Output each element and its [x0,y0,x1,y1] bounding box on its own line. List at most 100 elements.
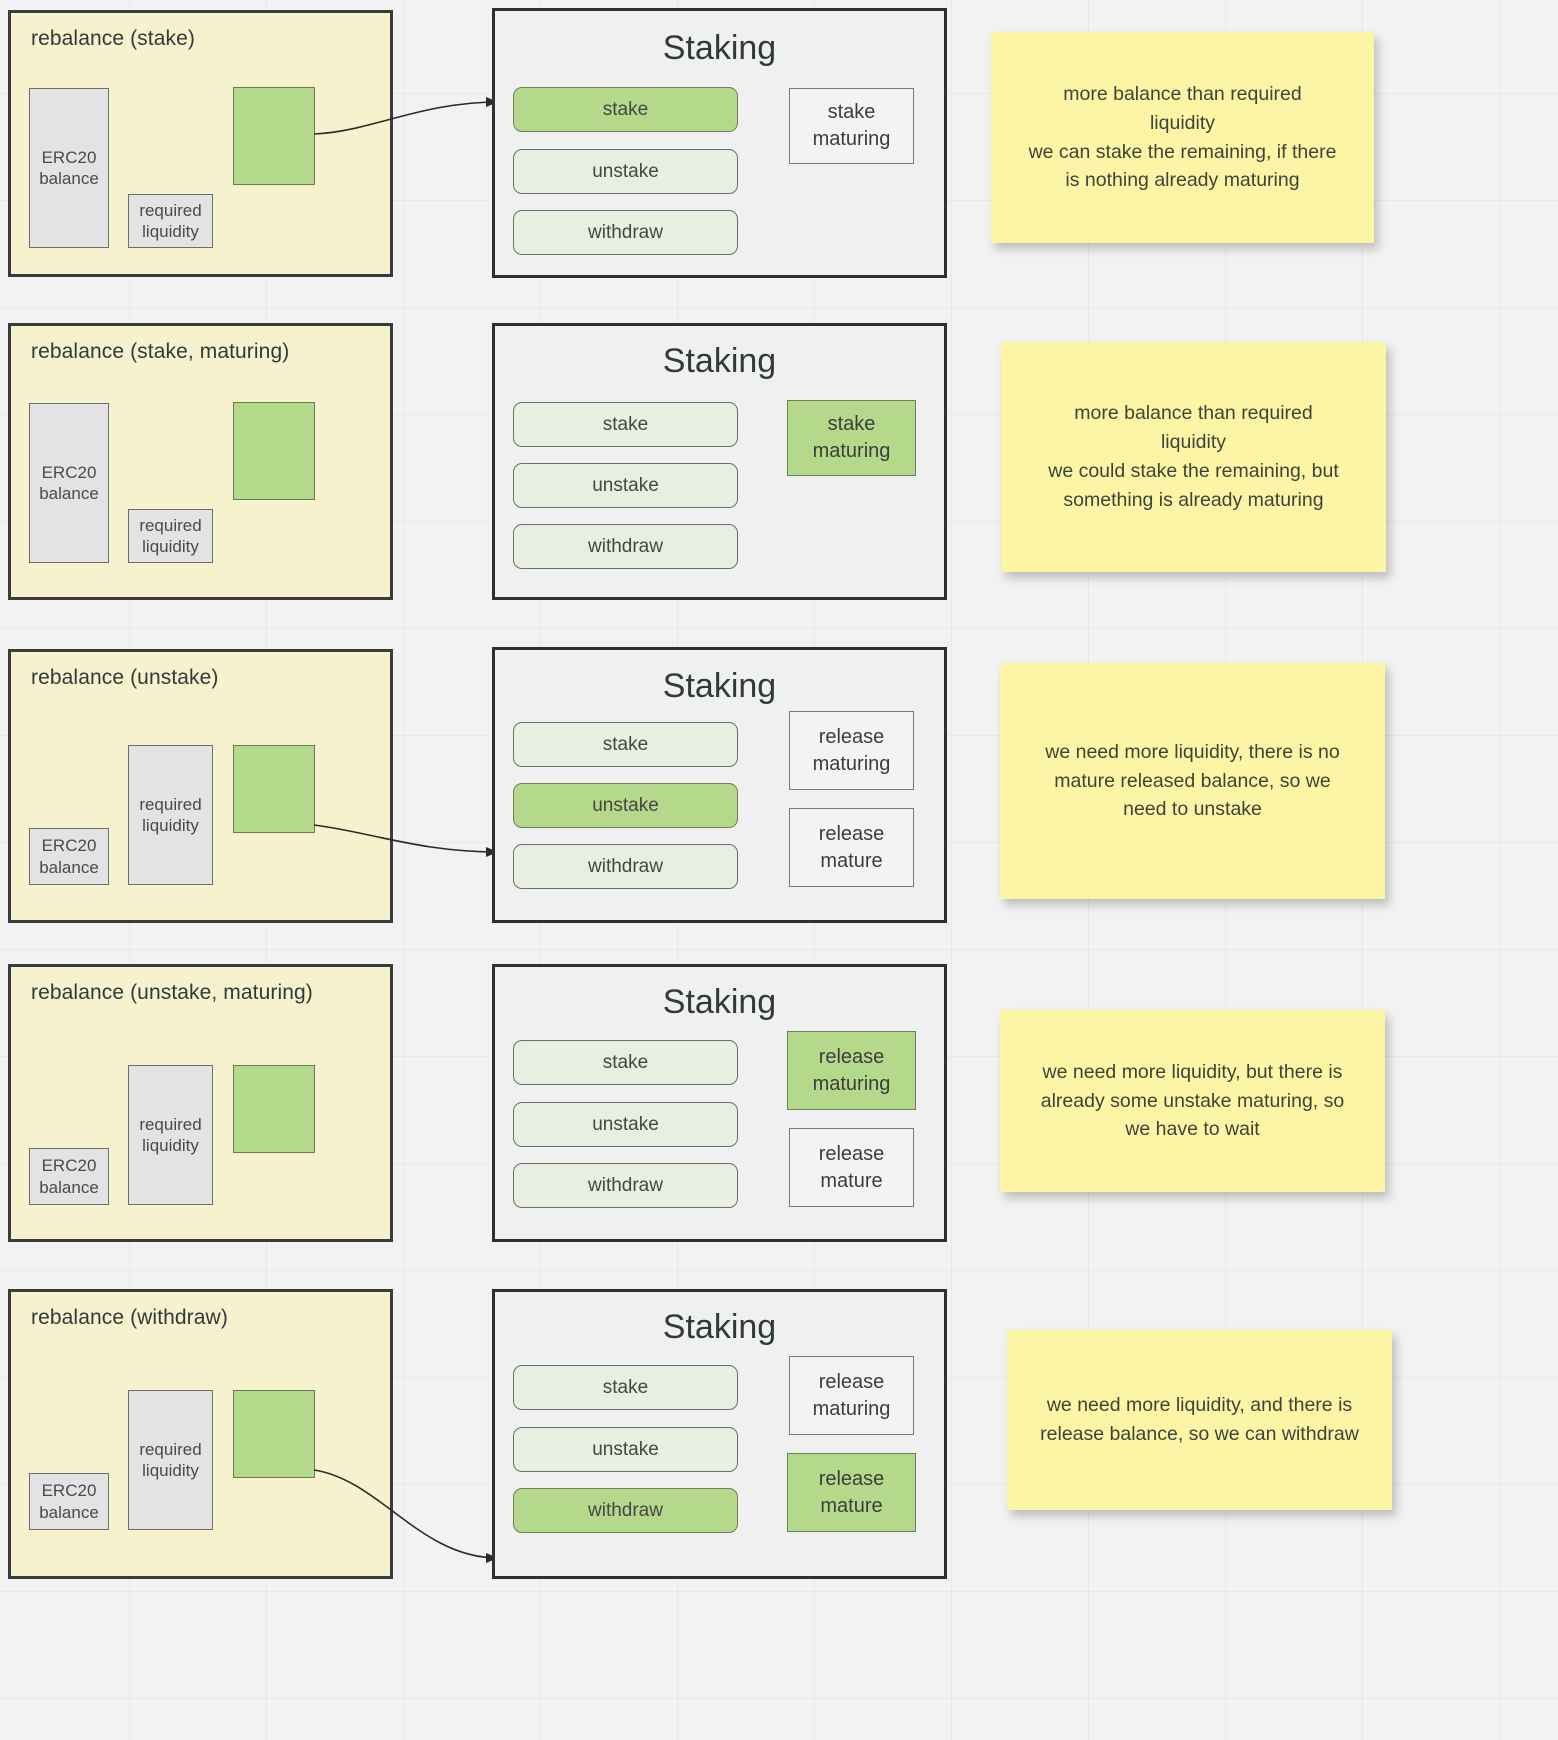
stake-button[interactable]: stake [513,1040,738,1085]
stake-button[interactable]: stake [513,1365,738,1410]
release-maturing-label-line2: maturing [812,752,891,775]
erc20-balance-label-line2: balance [39,857,99,877]
withdraw-label: withdraw [588,1499,663,1521]
withdraw-label: withdraw [588,535,663,557]
unstake-label: unstake [592,1438,659,1460]
required-liquidity-bar: required liquidity [128,1390,213,1530]
note-line: liquidity [1149,111,1216,134]
surplus-green-bar [233,402,315,500]
surplus-green-bar [233,87,315,185]
note-line: we have to wait [1125,1118,1260,1141]
erc20-balance-label-line2: balance [39,1177,99,1197]
erc20-balance-label-line2: balance [39,169,99,188]
required-liquidity-bar: required liquidity [128,1065,213,1205]
withdraw-button[interactable]: withdraw [513,1488,738,1533]
annotation-note: more balance than required liquidity we … [1001,342,1386,572]
withdraw-button[interactable]: withdraw [513,524,738,569]
withdraw-label: withdraw [588,221,663,243]
required-liquidity-label-line2: liquidity [142,537,199,556]
stake-button[interactable]: stake [513,722,738,767]
staking-panel-title: Staking [662,667,777,705]
release-mature-label-line2: mature [820,1169,883,1192]
required-liquidity-label-line2: liquidity [142,1136,199,1155]
unstake-button[interactable]: unstake [513,463,738,508]
release-maturing-box: release maturing [789,1356,914,1435]
withdraw-button[interactable]: withdraw [513,1163,738,1208]
stake-label: stake [602,413,649,435]
release-mature-box: release mature [789,808,914,887]
withdraw-button[interactable]: withdraw [513,210,738,255]
staking-panel-title: Staking [662,1308,777,1346]
release-mature-label-line2: mature [820,849,883,872]
deficit-green-bar [233,1390,315,1478]
erc20-balance-bar: ERC20 balance [29,1148,109,1205]
stake-label: stake [602,98,649,120]
row-rebalance-stake: rebalance (stake) ERC20 balance required… [0,0,1558,300]
note-line: more balance than required [1074,402,1313,425]
stake-label: stake [602,733,649,755]
withdraw-label: withdraw [588,1174,663,1196]
release-mature-label-line1: release [818,822,885,845]
erc20-balance-bar: ERC20 balance [29,828,109,885]
release-mature-label-line1: release [818,1142,885,1165]
erc20-balance-label-line1: ERC20 [41,1481,97,1501]
erc20-balance-label-line1: ERC20 [41,1156,97,1176]
erc20-balance-bar: ERC20 balance [29,88,109,248]
note-line: mature released balance, so we [1054,769,1331,792]
release-maturing-label-line1: release [818,1370,885,1393]
stake-maturing-label-line2: maturing [812,128,891,150]
required-liquidity-label-line2: liquidity [142,816,199,835]
release-maturing-box: release maturing [787,1031,916,1110]
unstake-button[interactable]: unstake [513,149,738,194]
note-line: liquidity [1160,431,1227,454]
unstake-button[interactable]: unstake [513,783,738,828]
release-mature-box: release mature [787,1453,916,1532]
annotation-note: more balance than required liquidity we … [991,32,1374,243]
row-rebalance-stake-maturing: rebalance (stake, maturing) ERC20 balanc… [0,320,1558,600]
staking-panel-title: Staking [662,983,777,1021]
erc20-balance-label-line1: ERC20 [41,836,97,856]
required-liquidity-label-line1: required [139,515,202,535]
deficit-green-bar [233,745,315,833]
note-line: we need more liquidity, there is no [1045,740,1340,763]
note-line: we could stake the remaining, but [1048,460,1339,482]
frame-title: rebalance (withdraw) [31,1306,228,1329]
deficit-green-bar [233,1065,315,1153]
withdraw-button[interactable]: withdraw [513,844,738,889]
frame-title: rebalance (unstake, maturing) [31,981,313,1004]
required-liquidity-bar: required liquidity [128,194,213,248]
erc20-balance-bar: ERC20 balance [29,403,109,563]
stake-maturing-label-line1: stake [827,101,876,123]
row-rebalance-unstake: rebalance (unstake) ERC20 balance requir… [0,640,1558,930]
required-liquidity-label-line2: liquidity [142,222,199,241]
release-mature-label-line2: mature [820,1494,883,1517]
staking-panel-title: Staking [662,342,777,380]
annotation-note: we need more liquidity, and there is rel… [1007,1330,1392,1510]
note-line: release balance, so we can withdraw [1040,1423,1359,1445]
note-line: something is already maturing [1063,488,1324,511]
unstake-label: unstake [592,160,659,182]
release-mature-label-line1: release [818,1467,885,1490]
frame-title: rebalance (unstake) [31,666,219,689]
frame-title: rebalance (stake) [31,27,195,50]
stake-label: stake [602,1051,649,1073]
unstake-button[interactable]: unstake [513,1427,738,1472]
release-maturing-label-line1: release [818,725,885,748]
stake-button[interactable]: stake [513,402,738,447]
note-line: need to unstake [1123,798,1262,821]
stake-maturing-label-line2: maturing [812,440,891,462]
required-liquidity-label-line1: required [139,1439,202,1459]
annotation-note: we need more liquidity, but there is alr… [1000,1010,1385,1192]
withdraw-label: withdraw [588,855,663,877]
erc20-balance-label-line1: ERC20 [41,147,97,167]
release-maturing-label-line1: release [818,1045,885,1068]
required-liquidity-label-line1: required [139,200,202,220]
erc20-balance-bar: ERC20 balance [29,1473,109,1530]
frame-title: rebalance (stake, maturing) [31,340,290,363]
release-maturing-box: release maturing [789,711,914,790]
note-line: we need more liquidity, but there is [1042,1060,1343,1083]
release-maturing-label-line2: maturing [812,1072,891,1095]
stake-button[interactable]: stake [513,87,738,132]
unstake-button[interactable]: unstake [513,1102,738,1147]
required-liquidity-label-line1: required [139,1114,202,1134]
